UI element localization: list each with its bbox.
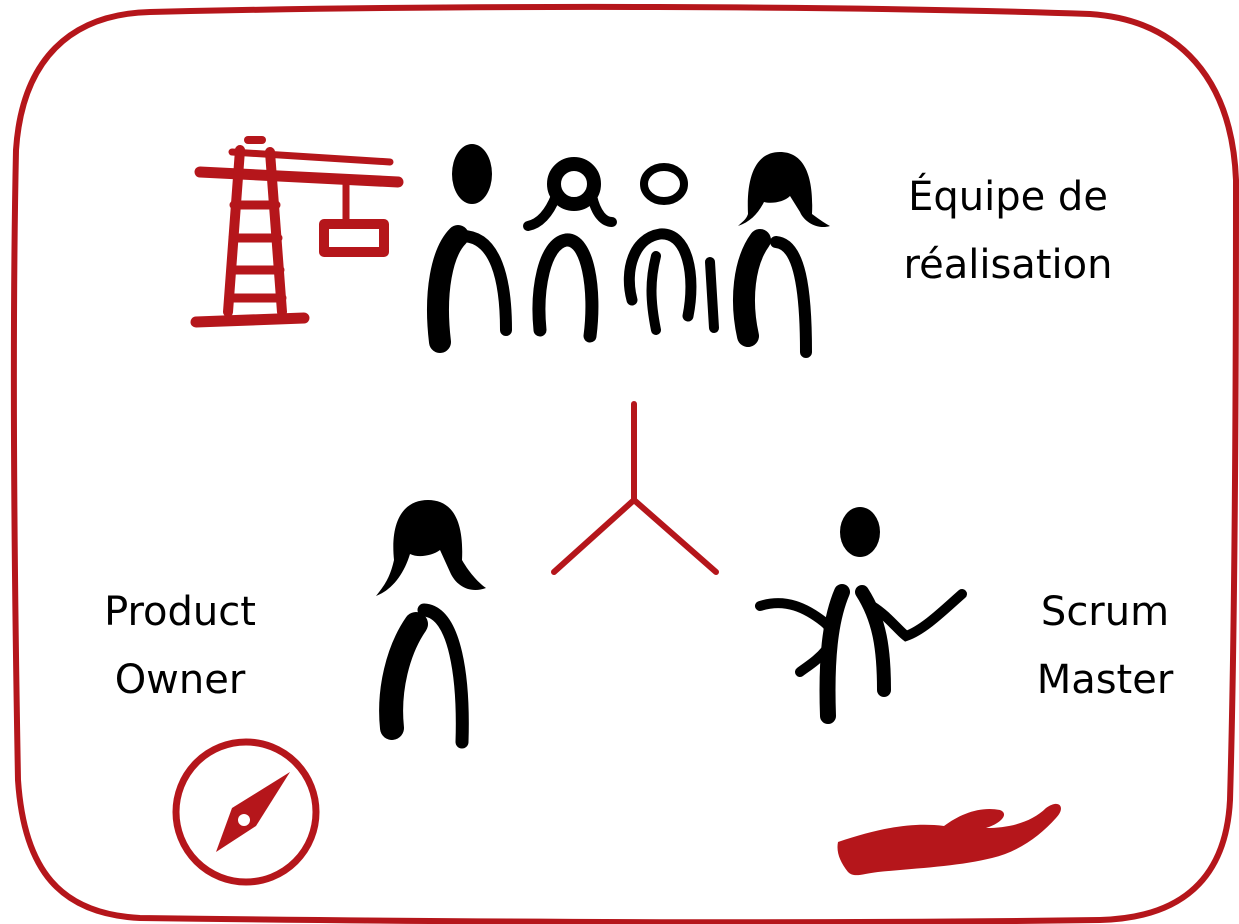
team-member-2 xyxy=(523,157,617,343)
team-member-4 xyxy=(733,152,830,358)
product-owner-label-line2: Owner xyxy=(114,657,246,703)
scrum-master-figure xyxy=(755,507,967,724)
crane-icon xyxy=(190,136,404,328)
scrum-master-label: Scrum Master xyxy=(990,578,1220,714)
team-member-3 xyxy=(623,163,719,335)
team-label: Équipe de réalisation xyxy=(878,163,1138,299)
product-owner-label-line1: Product xyxy=(104,589,256,635)
team-member-1 xyxy=(427,144,512,353)
team-label-line1: Équipe de xyxy=(908,174,1108,220)
compass-icon xyxy=(172,738,320,886)
team-label-line2: réalisation xyxy=(903,242,1113,288)
product-owner-figure xyxy=(376,500,486,749)
scrum-master-label-line2: Master xyxy=(1036,657,1174,703)
product-owner-label: Product Owner xyxy=(60,578,300,714)
team-figures xyxy=(427,144,830,358)
scrum-master-label-line1: Scrum xyxy=(1040,589,1170,635)
open-hand-icon xyxy=(837,803,1061,876)
rounded-frame xyxy=(10,3,1239,924)
role-connector xyxy=(551,401,719,575)
